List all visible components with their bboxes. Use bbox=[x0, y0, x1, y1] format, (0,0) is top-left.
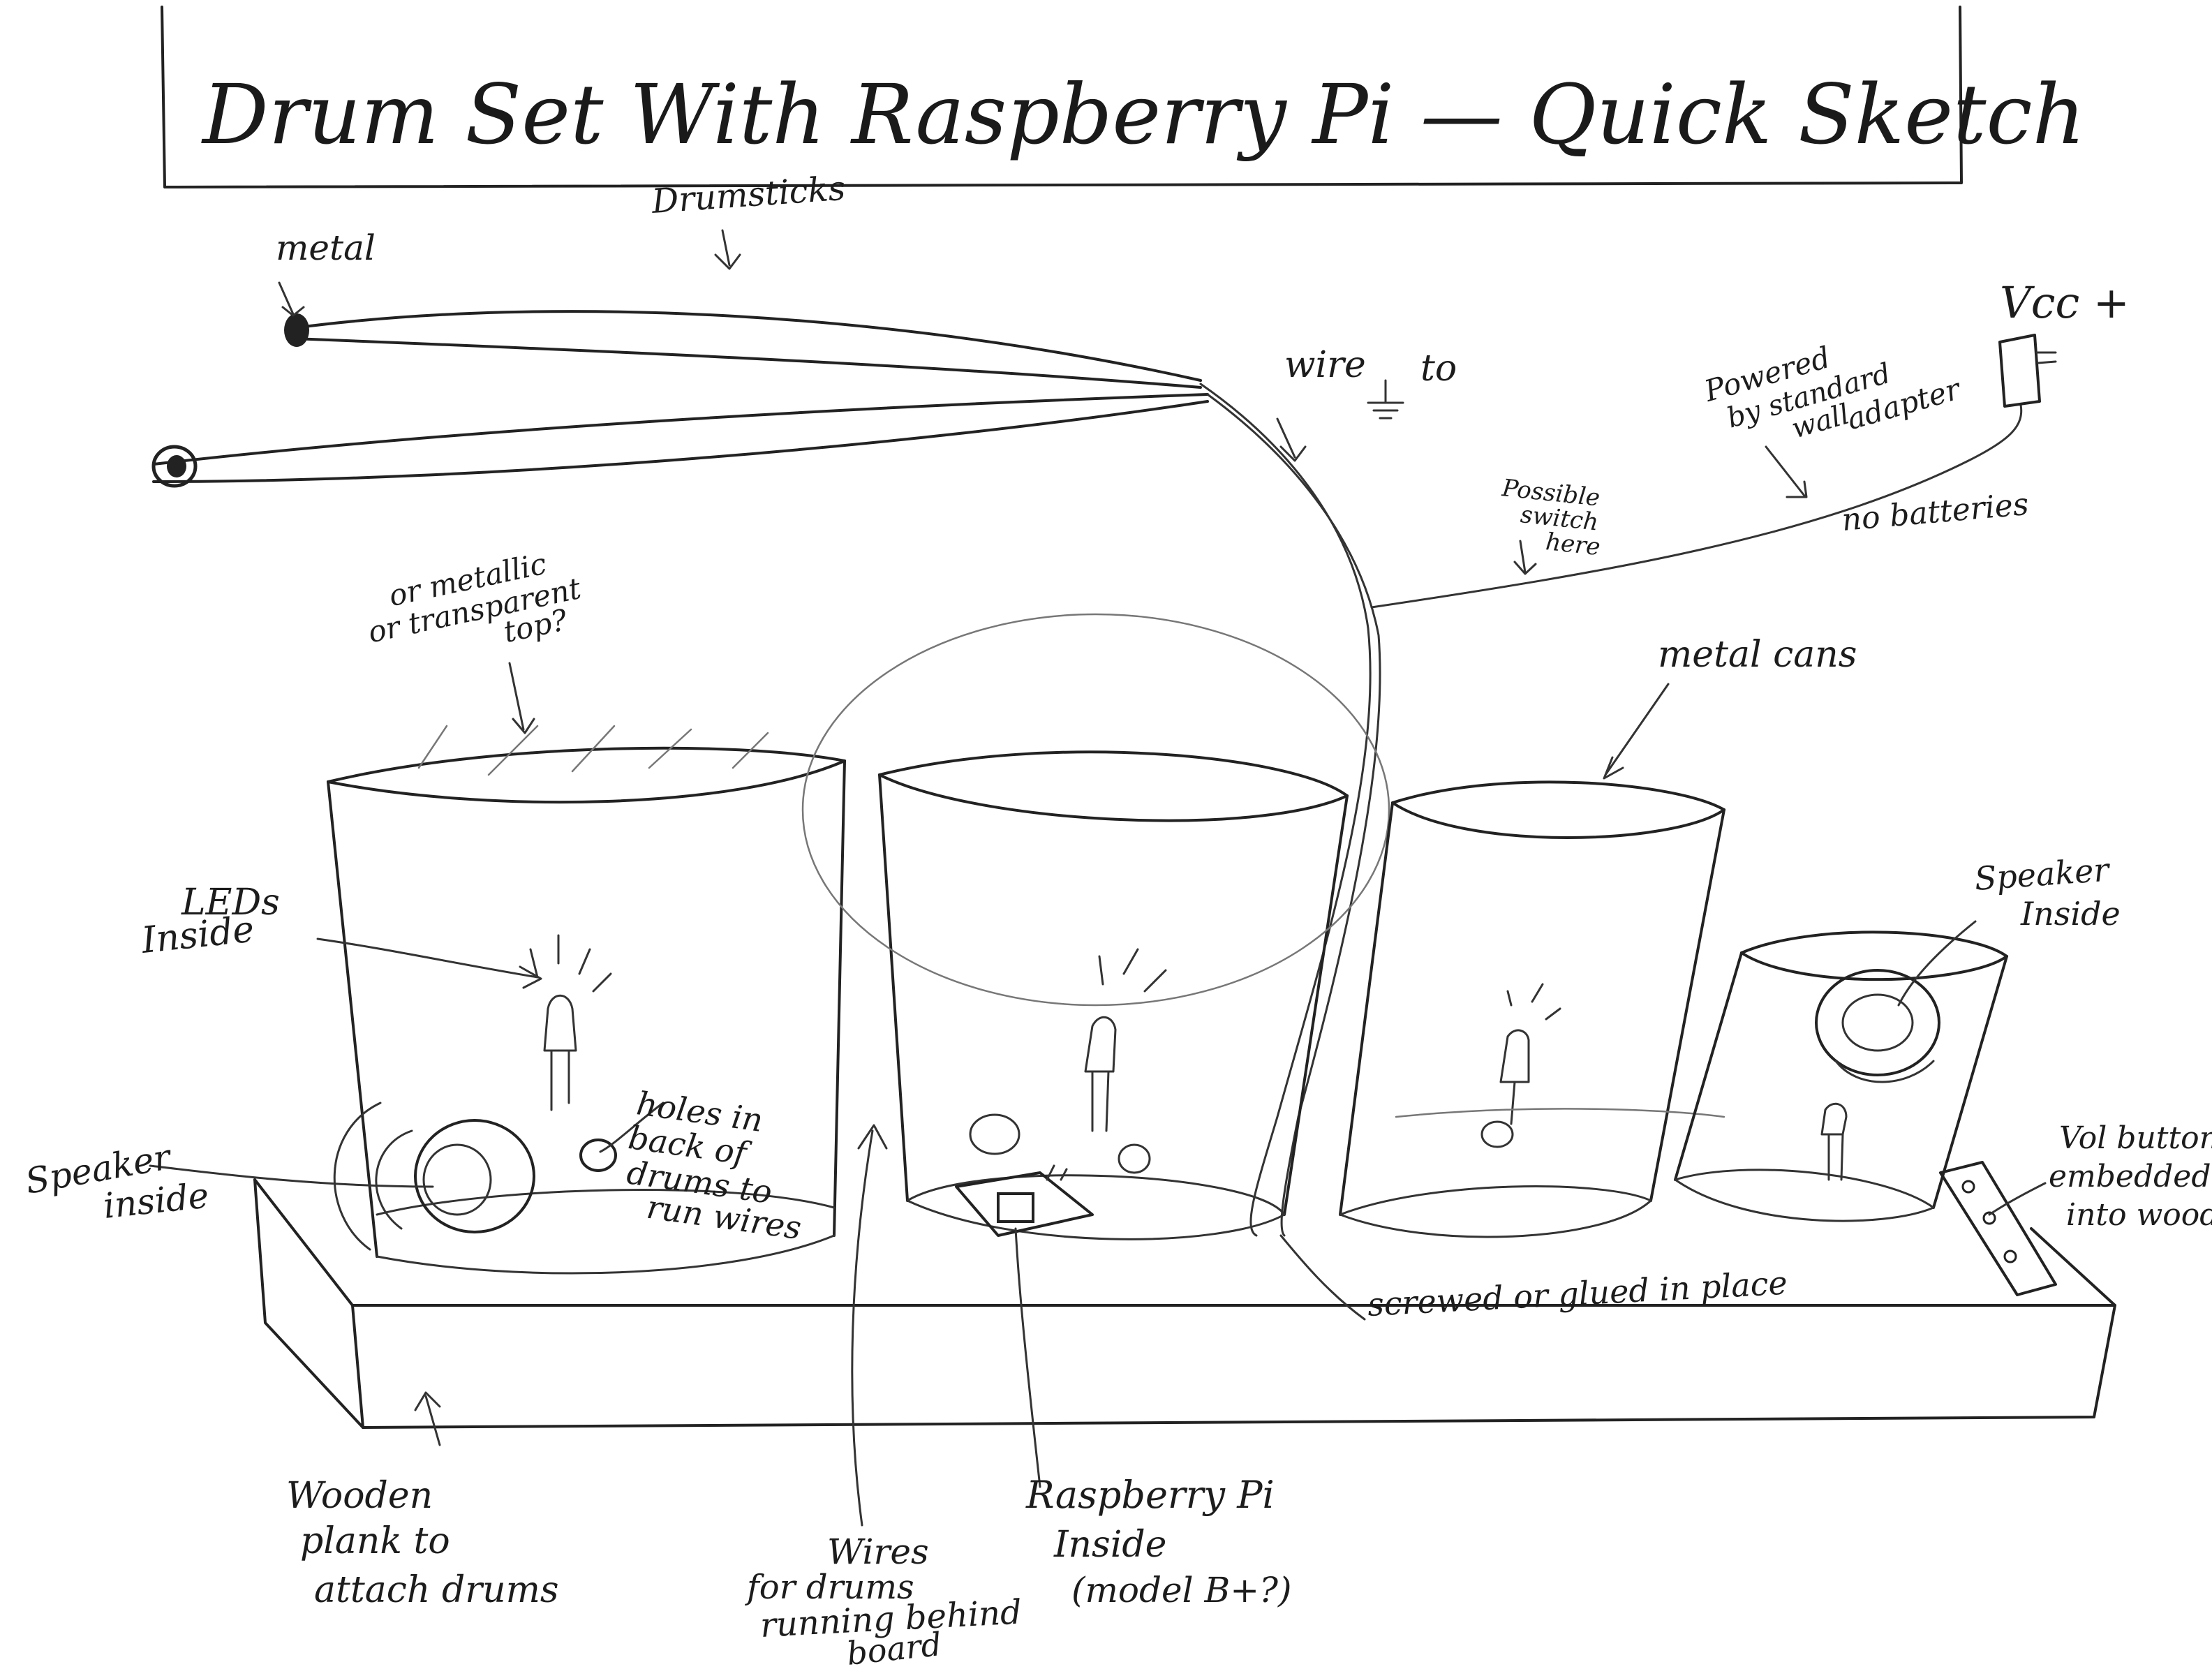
label-wires: Wires for drums running behind board bbox=[745, 1532, 1023, 1673]
led-4 bbox=[1820, 1102, 1848, 1181]
speaker-right bbox=[1815, 969, 1940, 1083]
svg-text:Wires: Wires bbox=[827, 1532, 929, 1572]
svg-text:attach drums: attach drums bbox=[314, 1569, 559, 1611]
drum-2 bbox=[801, 613, 1390, 1240]
svg-text:Inside: Inside bbox=[1053, 1524, 1166, 1566]
svg-text:for drums: for drums bbox=[745, 1568, 914, 1607]
svg-text:Wooden: Wooden bbox=[286, 1475, 433, 1517]
svg-text:(model B+?): (model B+?) bbox=[1071, 1570, 1291, 1610]
led-3 bbox=[1480, 983, 1561, 1148]
label-vol-buttons: Vol buttons embedded into wood? bbox=[2049, 1120, 2212, 1233]
label-drumsticks: Drumsticks bbox=[650, 169, 847, 221]
power-cord bbox=[1370, 334, 2057, 609]
stick-wire bbox=[1199, 383, 1381, 1237]
hole bbox=[1118, 1143, 1151, 1174]
svg-text:embedded: embedded bbox=[2049, 1159, 2211, 1194]
title-text: Drum Set With Raspberry Pi — Quick Sketc… bbox=[201, 66, 2086, 163]
drum-3 bbox=[1339, 780, 1725, 1238]
raspberry-pi-board bbox=[955, 1164, 1094, 1237]
led-1 bbox=[529, 934, 612, 1111]
led-2 bbox=[1084, 948, 1167, 1132]
svg-text:Vol buttons: Vol buttons bbox=[2059, 1120, 2212, 1156]
label-leds: LEDs bbox=[181, 882, 280, 924]
svg-text:into wood?: into wood? bbox=[2066, 1197, 2212, 1233]
wall-adapter bbox=[1998, 334, 2041, 408]
speaker-left bbox=[333, 1102, 535, 1251]
svg-text:plank to: plank to bbox=[300, 1520, 450, 1562]
volume-buttons bbox=[1939, 1161, 2057, 1296]
svg-text:Raspberry Pi: Raspberry Pi bbox=[1025, 1473, 1275, 1517]
title-box: Drum Set With Raspberry Pi — Quick Sketc… bbox=[161, 6, 2086, 188]
drum-4 bbox=[1674, 930, 2057, 1296]
metal-tip-lower bbox=[151, 445, 198, 488]
label-raspberry-pi: Raspberry Pi Inside (model B+?) bbox=[1025, 1473, 1291, 1610]
label-switch: Possible switch here bbox=[1500, 474, 1601, 561]
label-screwed: screwed or glued in place bbox=[1367, 1264, 1788, 1323]
label-to: to bbox=[1420, 348, 1457, 390]
drum-1 bbox=[327, 725, 846, 1275]
leader-lines bbox=[149, 229, 2047, 1527]
switch-arrow bbox=[1513, 540, 1537, 575]
label-metallic-top: or metallic or transparent top? bbox=[365, 547, 584, 650]
label-speaker-right: Speaker bbox=[1973, 850, 2112, 898]
label-wire: wire bbox=[1284, 344, 1366, 386]
drumsticks bbox=[151, 310, 1209, 488]
ground-symbol bbox=[1367, 379, 1404, 420]
svg-text:here: here bbox=[1544, 528, 1601, 561]
label-metal-cans: metal cans bbox=[1658, 634, 1857, 676]
label-vcc: Vcc + bbox=[2000, 277, 2130, 328]
label-wooden-plank: Wooden plank to attach drums bbox=[286, 1475, 559, 1611]
label-holes: holes in back of drums to run wires bbox=[625, 1084, 804, 1247]
label-no-batteries: no batteries bbox=[1841, 487, 2031, 538]
wooden-plank bbox=[253, 1178, 2116, 1429]
metal-tip-upper bbox=[284, 313, 309, 347]
labels: metal Drumsticks wire to Vcc + Powered b… bbox=[22, 169, 2212, 1673]
label-speaker-right-inside: Inside bbox=[2020, 895, 2121, 933]
label-leds-inside: Inside bbox=[139, 908, 256, 962]
hole bbox=[969, 1113, 1020, 1155]
hole bbox=[579, 1139, 617, 1172]
adapter-arrow bbox=[1765, 445, 1808, 498]
label-metal: metal bbox=[276, 228, 376, 268]
label-powered: Powered by standard wall adapter bbox=[1700, 340, 1966, 445]
